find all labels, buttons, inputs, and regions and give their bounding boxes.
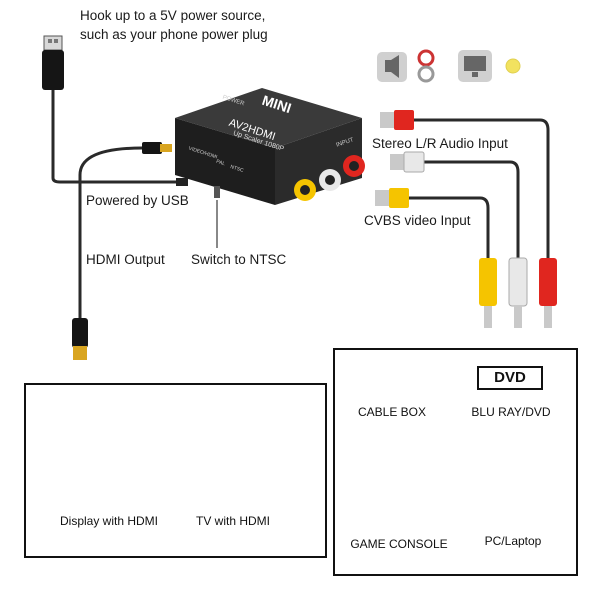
usb-plug-icon (42, 35, 64, 90)
game-console-caption: GAME CONSOLE (350, 537, 448, 551)
powered-by-usb-caption: Powered by USB (86, 193, 189, 208)
rca-plug-icon (375, 110, 425, 208)
audio-jack-icon (417, 49, 435, 83)
tv-caption: TV with HDMI (195, 514, 270, 528)
output-devices-box (24, 383, 327, 558)
rca-plug-icon (479, 257, 557, 328)
speaker-icon (377, 52, 407, 82)
power-caption-line2: such as your phone power plug (80, 27, 268, 42)
cvbs-input-caption: CVBS video Input (364, 213, 471, 228)
power-caption-line1: Hook up to a 5V power source, (80, 8, 266, 23)
dvd-badge-text: DVD (494, 369, 526, 386)
switch-ntsc-caption: Switch to NTSC (191, 252, 287, 267)
usb-cable (51, 90, 178, 184)
cable-box-caption: CABLE BOX (357, 405, 427, 419)
dvd-badge: DVD (477, 366, 543, 390)
source-devices-box (333, 348, 578, 576)
monitor-icon (458, 50, 492, 82)
converter-box (175, 88, 365, 205)
hdmi-plug-icon (72, 318, 88, 360)
bluray-caption: BLU RAY/DVD (471, 405, 551, 419)
yellow-dot-icon (505, 58, 521, 74)
display-caption: Display with HDMI (59, 514, 158, 528)
stereo-input-caption: Stereo L/R Audio Input (372, 136, 508, 151)
rca-cables (385, 118, 550, 258)
pc-caption: PC/Laptop (484, 534, 542, 548)
hdmi-plug-icon (142, 142, 172, 154)
micro-usb-plug (176, 178, 188, 186)
hdmi-output-caption: HDMI Output (86, 252, 165, 267)
hdmi-cable (78, 146, 143, 320)
